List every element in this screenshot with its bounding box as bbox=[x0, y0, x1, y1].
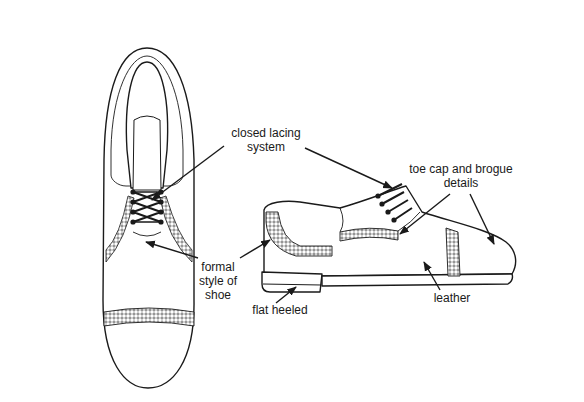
side-view-shoe bbox=[262, 186, 516, 292]
part-label: flat heeled bbox=[238, 303, 322, 317]
part-label: closed lacing system bbox=[222, 126, 310, 154]
top-view-shoe bbox=[103, 48, 194, 388]
side-view-laces bbox=[376, 184, 412, 222]
part-label: leather bbox=[422, 291, 482, 305]
part-label: formal style of shoe bbox=[188, 260, 248, 302]
part-label: toe cap and brogue details bbox=[406, 162, 516, 190]
